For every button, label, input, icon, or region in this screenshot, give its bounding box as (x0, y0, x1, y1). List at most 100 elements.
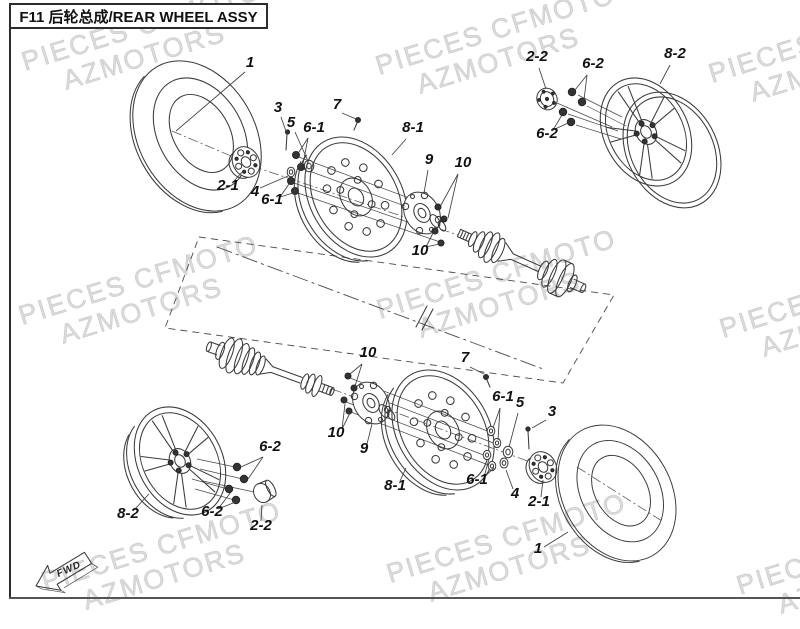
callout-8-1: 8-1 (391, 119, 424, 156)
leader-line (574, 74, 588, 91)
callout-number: 8-1 (384, 477, 406, 494)
washers-6-1-lower (482, 425, 502, 472)
callout-2-1: 2-1 (216, 170, 244, 194)
leader-line (483, 458, 490, 478)
callout-number: 10 (360, 344, 377, 361)
leader-line (440, 173, 459, 206)
leader-line (341, 412, 351, 430)
callout-10: 10 (440, 154, 472, 219)
leader-line (425, 232, 434, 248)
callout-number: 10 (328, 424, 345, 441)
nuts-6-2-upper (558, 87, 587, 127)
bolt-7-upper (353, 117, 361, 131)
carrier-tube-lower (378, 404, 396, 421)
callout-8-2: 8-2 (117, 493, 150, 522)
leader-line (341, 403, 346, 430)
callout-number: 8-2 (117, 505, 139, 522)
callout-number: 1 (246, 54, 254, 71)
callout-6-2: 6-2 (536, 114, 569, 142)
callout-number: 2-2 (249, 517, 272, 534)
leader-line (538, 67, 547, 90)
leader-line (175, 71, 246, 132)
callout-10: 10 (412, 232, 440, 259)
tire-rear-right (531, 403, 701, 585)
leader-line (423, 169, 429, 194)
leader-line (240, 456, 264, 468)
callout-7: 7 (461, 349, 485, 375)
callout-6-1: 6-1 (492, 388, 514, 441)
leader-line (552, 122, 569, 131)
callout-number: 5 (516, 394, 525, 411)
axle-housing-outline (164, 236, 615, 384)
leader-line (492, 407, 501, 429)
leader-line (469, 366, 485, 375)
callout-3: 3 (274, 99, 288, 135)
callout-number: 3 (548, 403, 557, 420)
bolts-10-lower (340, 372, 358, 415)
callout-number: 6-1 (466, 471, 488, 488)
callout-number: 8-1 (402, 119, 424, 136)
bolt-3-upper (284, 129, 291, 151)
callout-10: 10 (349, 344, 377, 387)
carrier-tube-upper (429, 214, 447, 232)
axis-tire-left (171, 130, 251, 165)
leader-line (280, 116, 288, 135)
leader-line (259, 175, 289, 189)
stud-lines-upper-wheel (290, 155, 444, 243)
callout-number: 6-2 (201, 503, 223, 520)
callout-number: 10 (412, 242, 429, 259)
fwd-arrow: FWD (35, 551, 99, 594)
stud-lines-alloy-right (556, 94, 627, 140)
cv-axle-lower (205, 337, 335, 397)
leader-line (659, 64, 671, 85)
callout-6-1: 6-1 (298, 119, 325, 165)
callout-2-2: 2-2 (249, 504, 272, 534)
callout-5: 5 (287, 114, 309, 162)
leader-line (279, 183, 290, 198)
callout-6-2: 6-2 (201, 491, 239, 520)
callout-9: 9 (423, 151, 434, 194)
frame-border-bottom (9, 597, 800, 599)
callout-number: 2-2 (525, 48, 548, 65)
leader-line (543, 531, 569, 548)
leader-line (341, 112, 357, 120)
callout-number: 10 (455, 154, 472, 171)
callout-6-1: 6-1 (466, 458, 495, 488)
callout-number: 3 (274, 99, 283, 116)
callout-4: 4 (505, 469, 520, 502)
leader-line (497, 407, 501, 441)
washer-4-upper (286, 166, 296, 178)
leader-line (399, 467, 407, 482)
leader-line (217, 491, 232, 510)
leader-line (425, 243, 440, 248)
leader-line (531, 419, 547, 429)
leader-line (447, 173, 459, 219)
frame-border-left (9, 3, 11, 598)
leader-line (233, 170, 244, 182)
callout-number: 4 (510, 485, 520, 502)
wheel-cap-2-2-upper (536, 87, 558, 111)
leader-line (354, 363, 363, 387)
callout-number: 5 (287, 114, 296, 131)
washer-4-lower (499, 457, 509, 469)
callout-number: 6-2 (259, 438, 281, 455)
axis-break-mark (415, 305, 434, 331)
leader-line (294, 131, 309, 162)
leader-line (260, 504, 263, 522)
callout-number: 9 (360, 440, 369, 457)
callout-1: 1 (534, 531, 569, 557)
callout-number: 6-1 (261, 191, 283, 208)
callout-number: 7 (461, 349, 470, 366)
center-axis-line (216, 246, 544, 370)
exploded-parts-diagram: FWD 12-13456-16-178-1910102-26-26-28-210… (35, 37, 722, 594)
leader-line (391, 138, 407, 156)
callout-7: 7 (333, 96, 357, 120)
hub-carrier-9-lower (344, 374, 398, 432)
callout-9: 9 (360, 423, 373, 457)
axis-tire-right (576, 466, 663, 522)
callout-number: 2-1 (216, 177, 239, 194)
callout-3: 3 (531, 403, 557, 429)
callout-6-1: 6-1 (261, 183, 294, 208)
leader-line (247, 456, 264, 480)
